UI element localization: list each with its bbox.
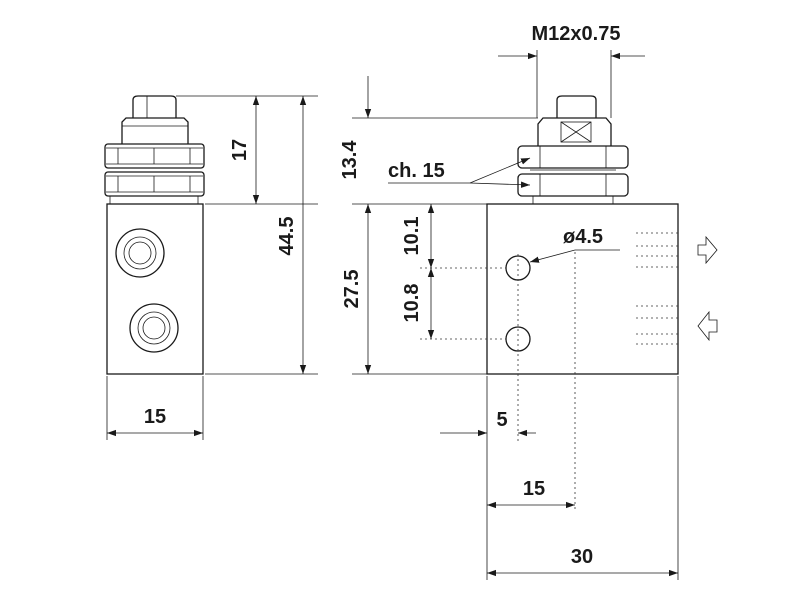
label-height-actuator: 13.4 bbox=[339, 140, 361, 180]
label-height-total: 44.5 bbox=[276, 217, 298, 256]
label-height-top: 17 bbox=[229, 139, 251, 161]
label-port-offset: 5 bbox=[496, 409, 507, 431]
dim-body-height: 27.5 bbox=[341, 203, 487, 375]
dim-thread: M12x0.75 bbox=[498, 23, 645, 118]
side-port-lower bbox=[129, 303, 179, 353]
label-thread: M12x0.75 bbox=[532, 23, 621, 45]
front-nut-lower bbox=[517, 173, 629, 197]
label-width-side: 15 bbox=[144, 406, 166, 428]
arrow-outline-left-icon bbox=[697, 310, 718, 342]
dim-height-total: 44.5 bbox=[205, 96, 318, 375]
dim-height-top: 17 bbox=[176, 95, 318, 205]
side-port-upper bbox=[115, 228, 165, 278]
dim-hole-diameter: ø4.5 bbox=[529, 226, 620, 263]
arrow-outline-right-icon bbox=[697, 235, 718, 265]
dim-width-side: 15 bbox=[106, 376, 204, 440]
dim-width-front: 30 bbox=[487, 376, 679, 580]
dim-axis-offset: 15 bbox=[486, 252, 576, 580]
side-nut-lower bbox=[104, 171, 205, 197]
front-plunger bbox=[556, 95, 597, 118]
label-body-height: 27.5 bbox=[341, 270, 363, 309]
front-body bbox=[486, 203, 679, 375]
front-thread-boss bbox=[537, 117, 612, 146]
label-wrench: ch. 15 bbox=[388, 160, 445, 182]
dim-wrench: ch. 15 bbox=[388, 157, 531, 188]
dim-height-actuator: 13.4 bbox=[339, 76, 538, 179]
side-thread-boss bbox=[121, 117, 189, 144]
label-width-front: 30 bbox=[571, 546, 593, 568]
front-nut-upper bbox=[517, 145, 629, 169]
side-view bbox=[104, 95, 205, 375]
label-hole-diameter: ø4.5 bbox=[563, 226, 603, 248]
side-body bbox=[106, 203, 204, 375]
dim-port-offset: 5 bbox=[440, 254, 536, 442]
label-port-upper: 10.1 bbox=[401, 217, 423, 256]
side-plunger bbox=[132, 95, 177, 118]
label-port-lower: 10.8 bbox=[401, 284, 423, 323]
dim-port-spacing: 10.1 10.8 bbox=[401, 204, 506, 340]
side-nut-upper bbox=[104, 143, 205, 169]
label-axis-offset: 15 bbox=[523, 478, 545, 500]
